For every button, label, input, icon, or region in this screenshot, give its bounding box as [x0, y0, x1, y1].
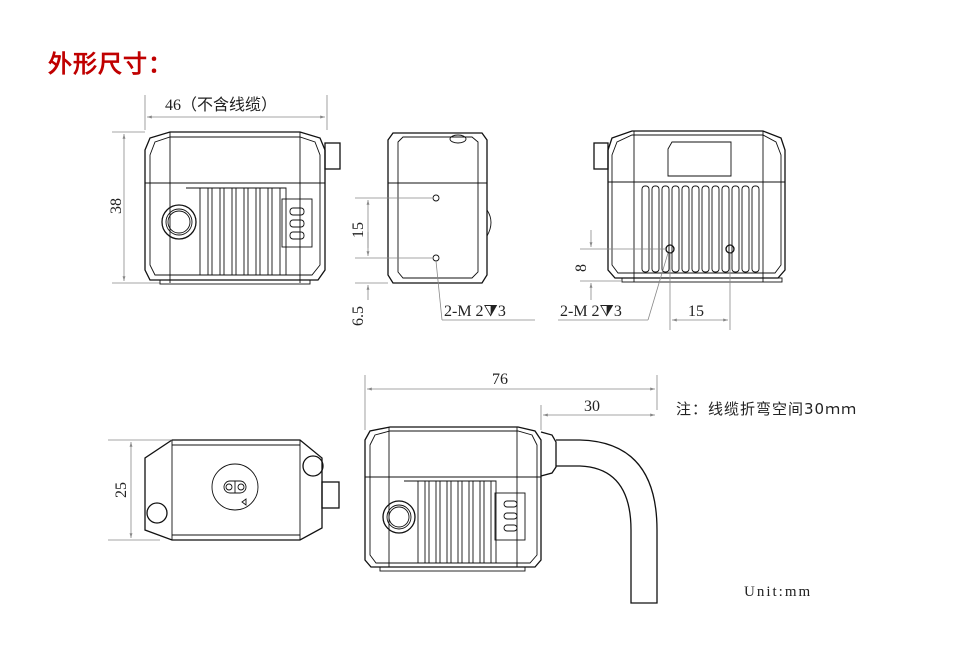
cable-bend-label: 30: [584, 398, 600, 415]
lens-icon: [161, 204, 197, 240]
back-hole-callout: 2-M 2⧩3: [560, 303, 622, 320]
mount-hole-icon: [665, 244, 675, 254]
front-height-label: 38: [108, 198, 125, 214]
cable: [556, 439, 658, 604]
mount-hole-icon: [432, 194, 440, 202]
cable-total-label: 76: [492, 371, 508, 388]
front-width-label: 46（不含线缆）: [165, 96, 277, 114]
back-view: [558, 130, 786, 330]
mount-hole-icon: [725, 244, 735, 254]
connector-icon: [211, 463, 259, 511]
side-hole-callout: 2-M 2⧩3: [444, 303, 506, 320]
cable-bend-note: 注：线缆折弯空间30ｍｍ: [676, 400, 858, 418]
page-title: 外形尺寸：: [48, 50, 173, 78]
side-offset-label: 6.5: [350, 306, 367, 326]
front-view: [112, 95, 341, 285]
side-view: [355, 132, 535, 321]
bottom-view: [108, 439, 340, 541]
bottom-height-label: 25: [113, 482, 130, 498]
back-height-label: 8: [573, 264, 590, 272]
back-spacing-label: 15: [688, 303, 704, 320]
unit-label: Unit:mm: [744, 584, 813, 600]
cable-view: [364, 375, 658, 604]
side-spacing-label: 15: [350, 222, 367, 238]
mount-hole-icon: [432, 254, 440, 262]
